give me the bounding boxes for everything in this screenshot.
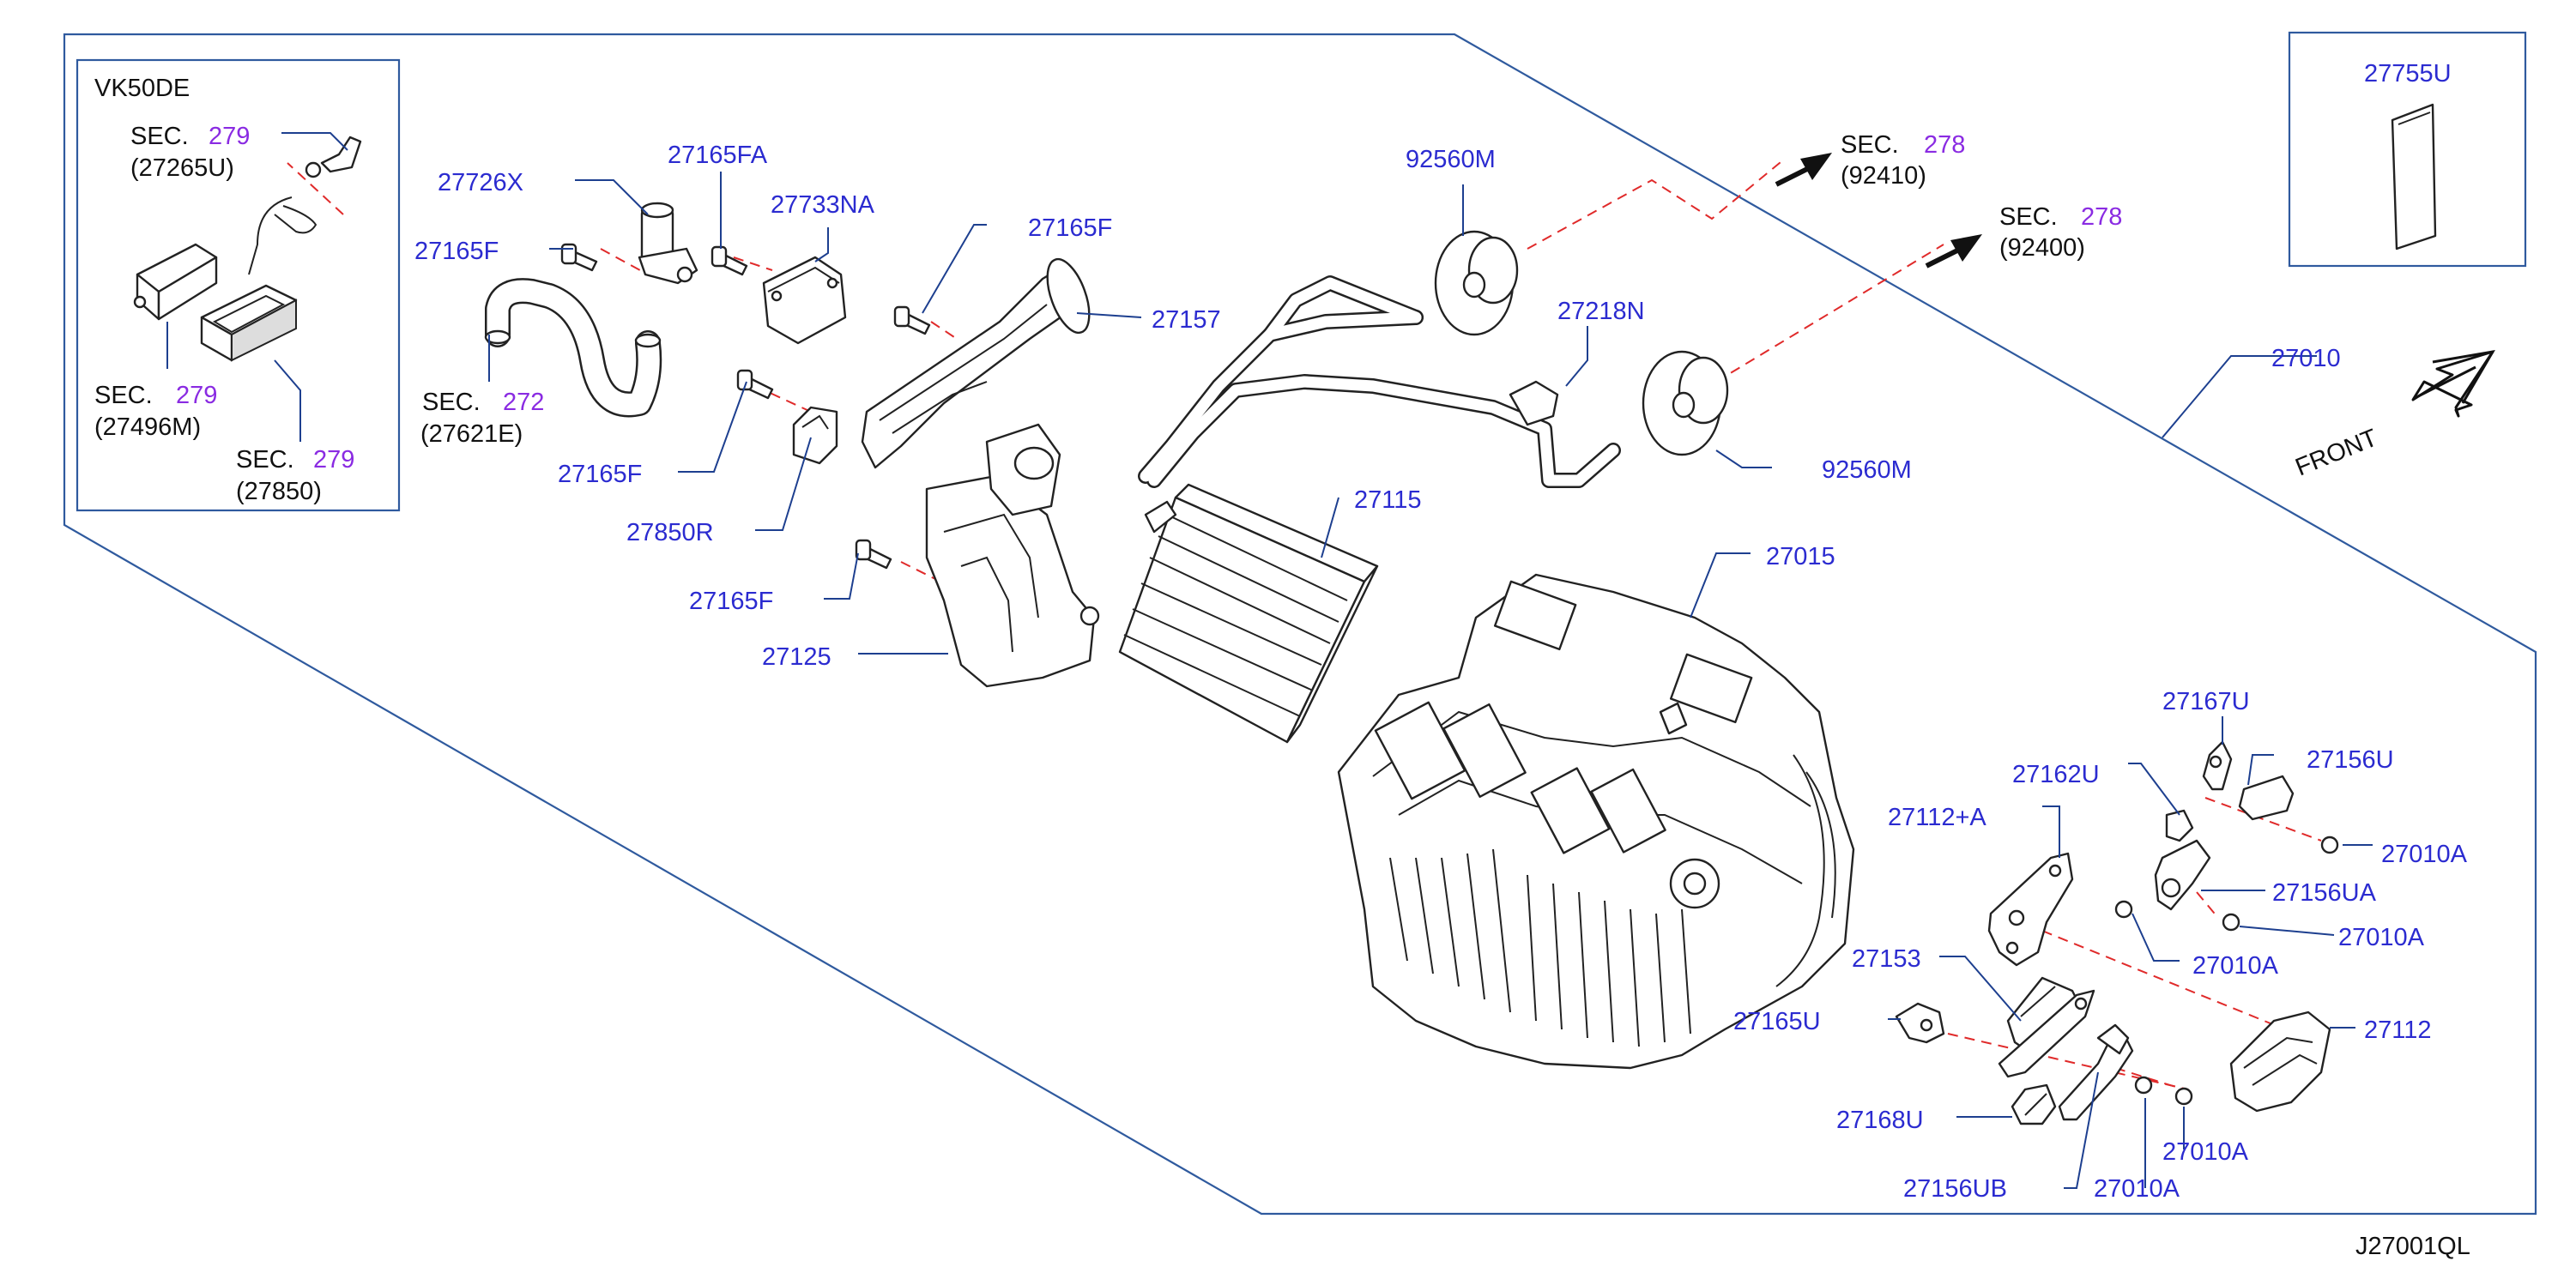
- part-label: 27850R: [626, 519, 714, 546]
- pipes-27218n: [1138, 275, 1621, 488]
- part-label: 27112: [2364, 1017, 2432, 1044]
- part-label: 27726X: [438, 169, 523, 196]
- part-label: 92560M: [1822, 456, 1912, 484]
- actuator-27733na: [762, 256, 847, 345]
- inset-box-27850: [200, 284, 298, 362]
- part-label: 27165F: [1028, 214, 1112, 242]
- part-label: 27010A: [2192, 952, 2279, 980]
- part-label: 27010A: [2094, 1175, 2180, 1203]
- inset-frame-27755u: [2288, 31, 2527, 268]
- valve-27726x: [638, 202, 698, 285]
- duct-27125: [925, 423, 1100, 688]
- part-label: 27010A: [2381, 841, 2468, 868]
- sec-ref-label: SEC.: [422, 389, 481, 416]
- inset-sec-number: 279: [176, 382, 217, 409]
- part-label: 27112+A: [1888, 804, 1986, 831]
- sec-ref-number: 272: [503, 389, 544, 416]
- part-label: 27010A: [2162, 1138, 2249, 1166]
- screws-top: [560, 243, 931, 570]
- inset-sec-label: SEC.: [236, 446, 294, 474]
- diagram-code: J27001QL: [2355, 1233, 2470, 1260]
- part-label: 92560M: [1406, 146, 1496, 173]
- inset-sec-code: (27496M): [94, 413, 201, 441]
- part-label: 27156U: [2307, 746, 2394, 774]
- part-label: 27010A: [2338, 924, 2425, 951]
- part-label: 27733NA: [771, 191, 875, 219]
- part-label: 27153: [1852, 945, 1921, 973]
- hose-27621e: [484, 278, 662, 418]
- inset-sec-number: 279: [313, 446, 354, 474]
- part-label: 27165F: [689, 588, 773, 615]
- inset-engine-label: VK50DE: [94, 75, 190, 102]
- part-label: 27015: [1766, 543, 1835, 570]
- leader-lines: [166, 132, 2373, 1189]
- part-label: 27162U: [2012, 761, 2100, 788]
- sec-ref-code: (92410): [1841, 162, 1926, 190]
- inset-frame-vk50de: [76, 58, 401, 512]
- part-label: 27156UB: [1903, 1175, 2007, 1203]
- part-label: 27755U: [2364, 60, 2452, 87]
- part-label: 27156UA: [2272, 879, 2377, 907]
- part-label: 27125: [762, 643, 831, 671]
- inset-sec-number: 279: [209, 123, 250, 150]
- sensor-27850r: [792, 406, 838, 465]
- heater-core-27115: [1118, 483, 1379, 744]
- sec-ref-label: SEC.: [1841, 131, 1899, 159]
- part-label: 27167U: [2162, 688, 2250, 715]
- front-label: FRONT: [2292, 424, 2382, 481]
- grommet-92560m-upper: [1434, 230, 1519, 336]
- part-label: 27165FA: [668, 142, 768, 169]
- sec-ref-code: (27621E): [420, 420, 523, 448]
- inset-sec-label: SEC.: [130, 123, 189, 150]
- sec-ref-label: SEC.: [1999, 203, 2058, 231]
- sec-ref-number: 278: [2081, 203, 2122, 231]
- inset-sec-code: (27265U): [130, 154, 234, 182]
- inset-bracket-27265u: [248, 136, 362, 275]
- part-label: 27165F: [414, 238, 499, 265]
- part-label: 27115: [1354, 486, 1422, 514]
- part-label: 27218N: [1557, 298, 1645, 325]
- arrow-to-92400: [1925, 234, 1982, 268]
- assembly-frame: [63, 33, 2537, 1216]
- part-label: 27165U: [1733, 1008, 1821, 1035]
- part-label: 27168U: [1836, 1107, 1924, 1134]
- part-label: 27165F: [558, 461, 642, 488]
- inset-sec-label: SEC.: [94, 382, 153, 409]
- hvac-unit-27015: [1337, 573, 1855, 1070]
- filter-27755u: [2391, 103, 2437, 250]
- front-arrow-icon: [2411, 349, 2495, 418]
- duct-27157: [861, 257, 1091, 469]
- linkage-parts: [1895, 740, 2339, 1125]
- sec-ref-number: 278: [1924, 131, 1965, 159]
- grommet-92560m-lower: [1642, 350, 1729, 456]
- arrow-to-92410: [1775, 153, 1832, 187]
- part-label: 27010: [2271, 345, 2341, 372]
- inset-sec-code: (27850): [236, 478, 322, 505]
- part-label: 27157: [1152, 306, 1221, 334]
- inset-module-27496m: [133, 243, 218, 321]
- sec-ref-code: (92400): [1999, 234, 2085, 262]
